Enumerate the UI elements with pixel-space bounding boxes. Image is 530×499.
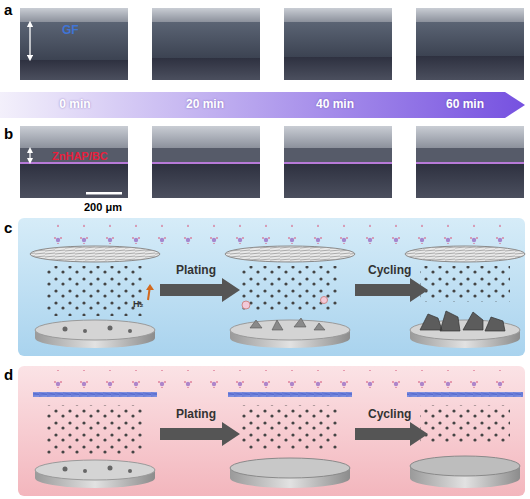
process-label: Cycling xyxy=(368,408,411,421)
timeline-arrow: 0 min 20 min 40 min 60 min xyxy=(0,92,525,118)
time-label: 60 min xyxy=(446,97,484,111)
panel-letter: d xyxy=(4,367,13,384)
time-label: 20 min xyxy=(186,97,224,111)
scale-bar-label: 200 μm xyxy=(84,201,122,213)
schematic-d xyxy=(18,366,525,496)
process-label: Plating xyxy=(176,408,216,421)
photo-row-a xyxy=(20,8,524,80)
panel-letter: a xyxy=(4,2,12,19)
panel-letter: c xyxy=(4,220,12,237)
time-label: 0 min xyxy=(59,97,90,111)
photo-row-b xyxy=(20,126,524,198)
time-label: 40 min xyxy=(316,97,354,111)
schematic-c xyxy=(18,218,525,356)
gas-label: H₂ xyxy=(133,300,144,310)
material-label: ZnHAP/BC xyxy=(52,150,108,162)
process-label: Cycling xyxy=(368,264,411,277)
material-label: GF xyxy=(62,24,79,37)
panel-letter: b xyxy=(4,126,13,143)
process-label: Plating xyxy=(176,264,216,277)
